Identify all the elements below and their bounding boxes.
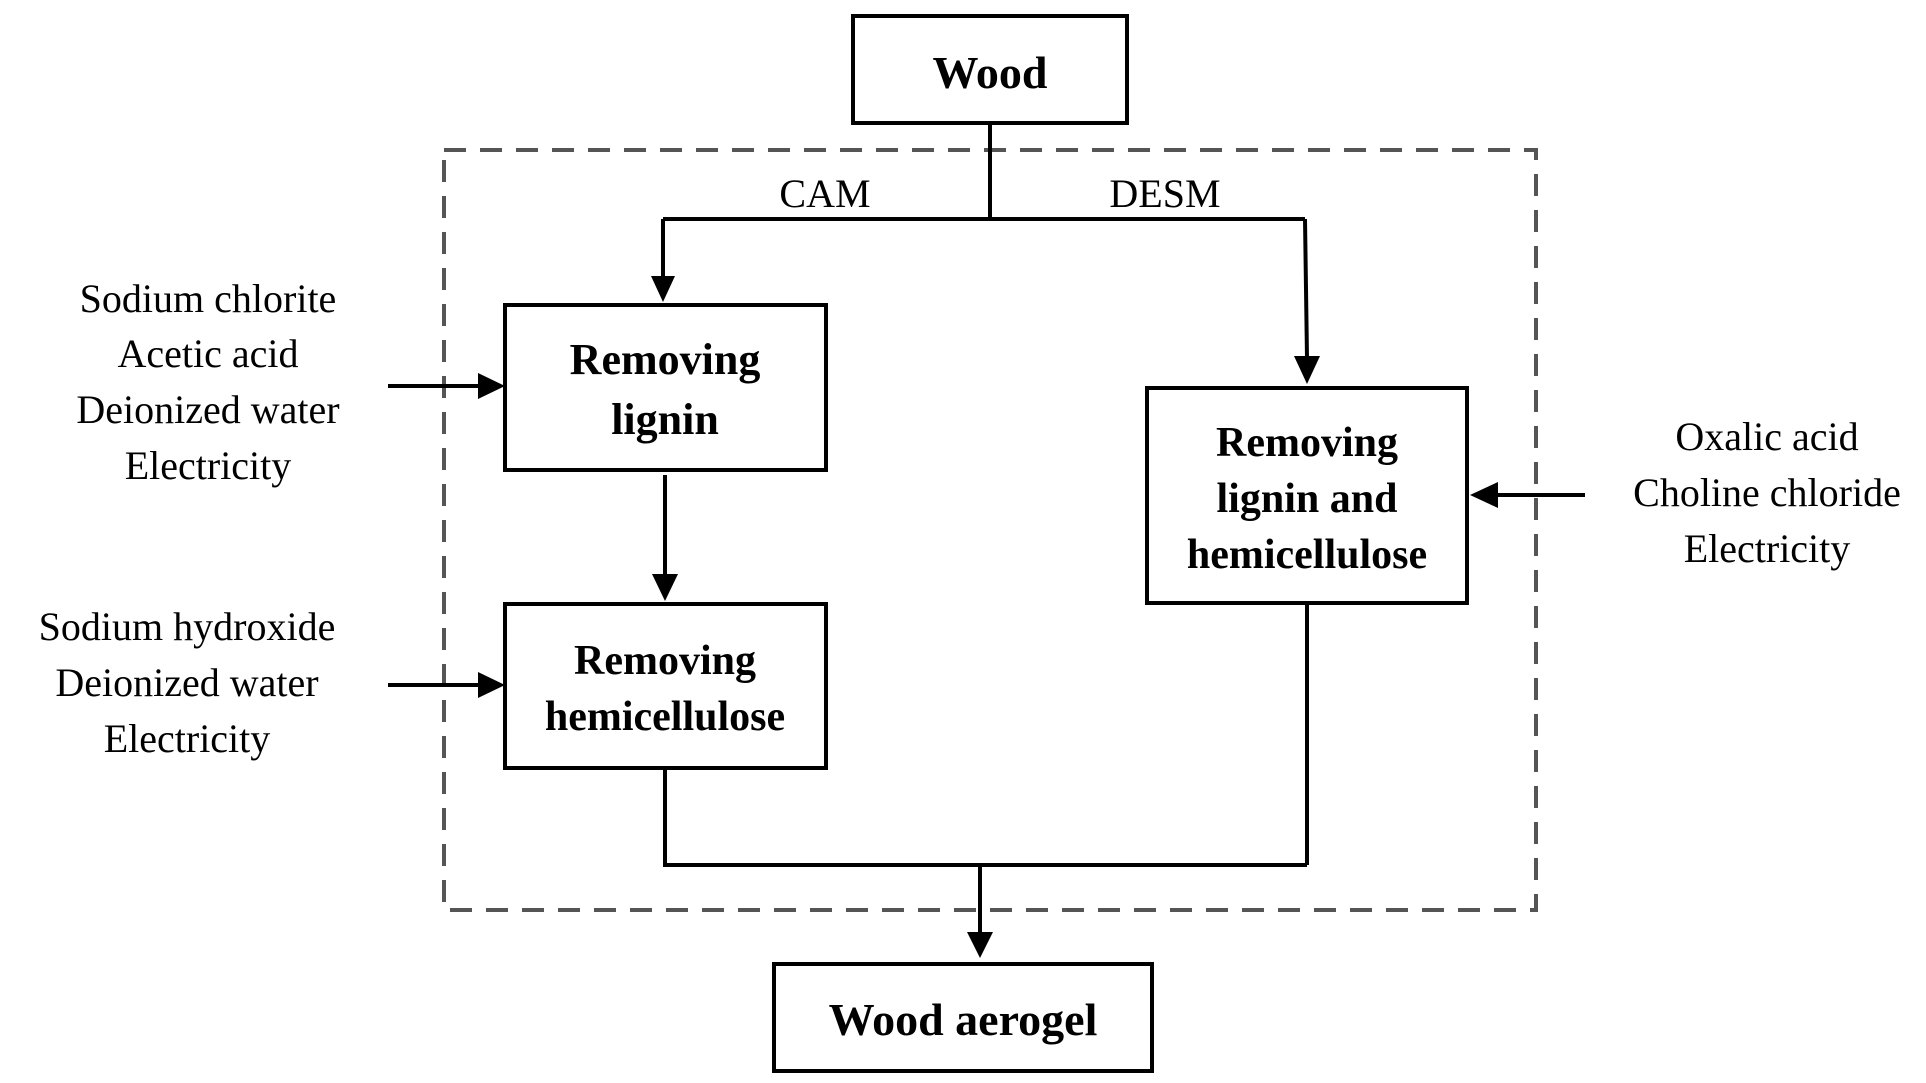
input-item: Oxalic acid — [1675, 414, 1858, 459]
removing-hemicellulose-label-line-2: hemicellulose — [545, 694, 785, 740]
removing-lignin-and-hemicellulose-label-line-1: Removing — [1216, 420, 1398, 466]
cam-branch-arrowhead — [651, 276, 675, 302]
removing-hemicellulose-label-line-1: Removing — [574, 638, 756, 684]
input-item: Deionized water — [55, 660, 318, 705]
aerogel-feed-arrowhead — [967, 932, 993, 958]
hemicellulose-step-inputs: Sodium hydroxide Deionized water Electri… — [39, 604, 336, 761]
cam-branch-label: CAM — [779, 171, 870, 216]
input-item: Electricity — [104, 716, 271, 761]
removing-lignin-and-hemicellulose-label-line-2: lignin and — [1217, 476, 1398, 522]
input-item: Sodium hydroxide — [39, 604, 336, 649]
input-item: Electricity — [125, 443, 292, 488]
input-item: Deionized water — [76, 387, 339, 432]
lignin-inputs-arrowhead — [478, 373, 505, 399]
lignin-step-inputs: Sodium chlorite Acetic acid Deionized wa… — [76, 276, 339, 488]
desm-branch-label: DESM — [1109, 171, 1220, 216]
removing-hemicellulose-node: Removing hemicellulose — [503, 602, 828, 770]
input-item: Acetic acid — [118, 331, 299, 376]
wood-node: Wood — [851, 14, 1129, 125]
wood-label: Wood — [932, 47, 1047, 98]
hemicellulose-inputs-arrowhead — [478, 672, 505, 698]
removing-lignin-and-hemicellulose-label-line-3: hemicellulose — [1187, 532, 1427, 578]
wood-aerogel-node: Wood aerogel — [772, 962, 1154, 1073]
lignin-to-hemicellulose-arrowhead — [652, 574, 678, 601]
removing-lignin-label-line-1: Removing — [570, 335, 761, 384]
removing-lignin-and-hemicellulose-node: Removing lignin and hemicellulose — [1145, 386, 1469, 605]
input-item: Choline chloride — [1633, 470, 1901, 515]
cam-merge-connector — [663, 768, 1307, 867]
desm-inputs-arrowhead — [1470, 482, 1498, 508]
desm-branch-connector — [1303, 218, 1309, 359]
desm-branch-arrowhead — [1294, 356, 1320, 384]
removing-lignin-label-line-2: lignin — [611, 395, 719, 444]
desm-step-inputs: Oxalic acid Choline chloride Electricity — [1633, 414, 1901, 571]
input-item: Electricity — [1684, 526, 1851, 571]
removing-lignin-node: Removing lignin — [503, 303, 828, 472]
wood-aerogel-label: Wood aerogel — [829, 994, 1098, 1045]
input-item: Sodium chlorite — [80, 276, 337, 321]
